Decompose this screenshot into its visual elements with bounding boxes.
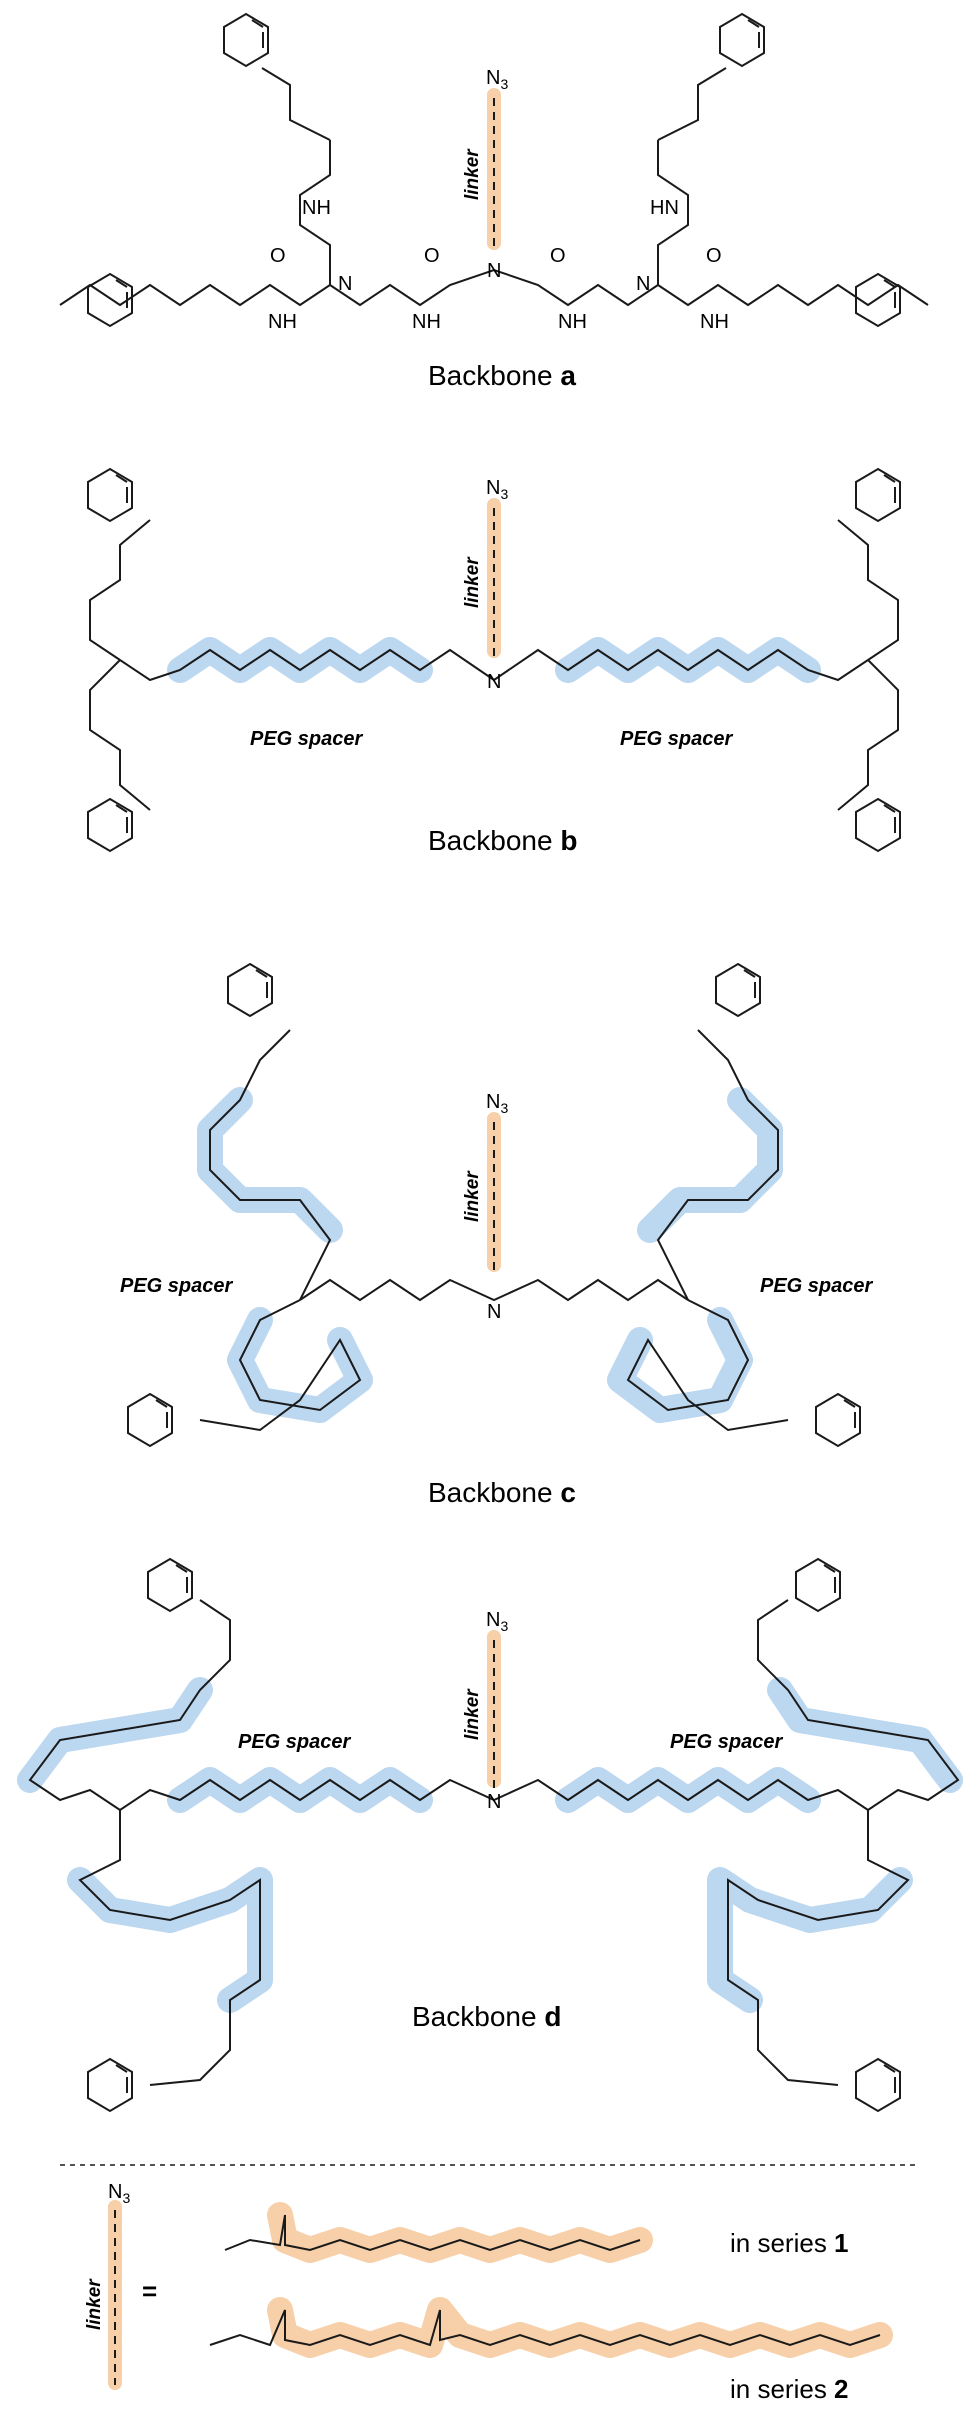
central-nitrogen-a: N — [487, 260, 501, 282]
linker-label-d: linker — [462, 1688, 483, 1740]
peg-spacer-label-b1: PEG spacer — [250, 728, 364, 750]
linker-label-legend: linker — [84, 2278, 105, 2330]
caption-backbone-a: Backbone a — [428, 360, 576, 391]
peg-spacer-label-c2: PEG spacer — [760, 1275, 874, 1297]
tertiary-n-a1: N — [338, 273, 352, 295]
backbone-a: N3 linker N NH HN NH NH NH NH N N O O O … — [59, 13, 929, 391]
amide-nh-a5: NH — [558, 311, 587, 333]
azide-label-b: N3 — [486, 477, 508, 502]
tertiary-n-a2: N — [636, 273, 650, 295]
central-nitrogen-b: N — [487, 671, 501, 693]
series-2-highlight — [267, 2297, 893, 2358]
amide-nh-a2: HN — [650, 197, 679, 219]
amide-nh-a3: NH — [268, 311, 297, 333]
central-nitrogen-d: N — [487, 1791, 501, 1813]
linker-label-a: linker — [462, 148, 483, 200]
backbone-b: N3 linker PEG spacer PEG spacer N Backbo… — [87, 468, 901, 856]
amide-nh-a4: NH — [412, 311, 441, 333]
legend-equals: = — [142, 2276, 157, 2306]
azide-label-d: N3 — [486, 1609, 508, 1634]
amide-nh-a6: NH — [700, 311, 729, 333]
series-1-label: in series 1 — [730, 2228, 849, 2258]
amide-nh-a1: NH — [302, 197, 331, 219]
peg-spacer-label-d2: PEG spacer — [670, 1731, 784, 1753]
linker-legend: N3 linker = in series 1 in series 2 — [84, 2181, 893, 2404]
carbonyl-o-a1: O — [270, 245, 286, 267]
carbonyl-o-a3: O — [550, 245, 566, 267]
azide-label-c: N3 — [486, 1091, 508, 1116]
linker-label-c: linker — [462, 1170, 483, 1222]
caption-backbone-c: Backbone c — [428, 1477, 576, 1508]
peg-spacer-label-d1: PEG spacer — [238, 1731, 352, 1753]
peg-spacer-label-c1: PEG spacer — [120, 1275, 234, 1297]
central-nitrogen-c: N — [487, 1301, 501, 1323]
backbone-c: N3 linker PEG spacer PEG spacer N Backbo… — [120, 963, 874, 1508]
carbonyl-o-a4: O — [706, 245, 722, 267]
backbone-d: N3 linker PEG spacer PEG spacer N Backbo… — [17, 1558, 963, 2112]
peg-spacer-label-b2: PEG spacer — [620, 728, 734, 750]
carbonyl-o-a2: O — [424, 245, 440, 267]
series-2-label: in series 2 — [730, 2374, 849, 2404]
series-1-highlight — [267, 2202, 653, 2263]
linker-label-b: linker — [462, 556, 483, 608]
azide-label-legend: N3 — [108, 2181, 130, 2206]
caption-backbone-d: Backbone d — [412, 2001, 561, 2032]
caption-backbone-b: Backbone b — [428, 825, 577, 856]
azide-label-a: N3 — [486, 67, 508, 92]
